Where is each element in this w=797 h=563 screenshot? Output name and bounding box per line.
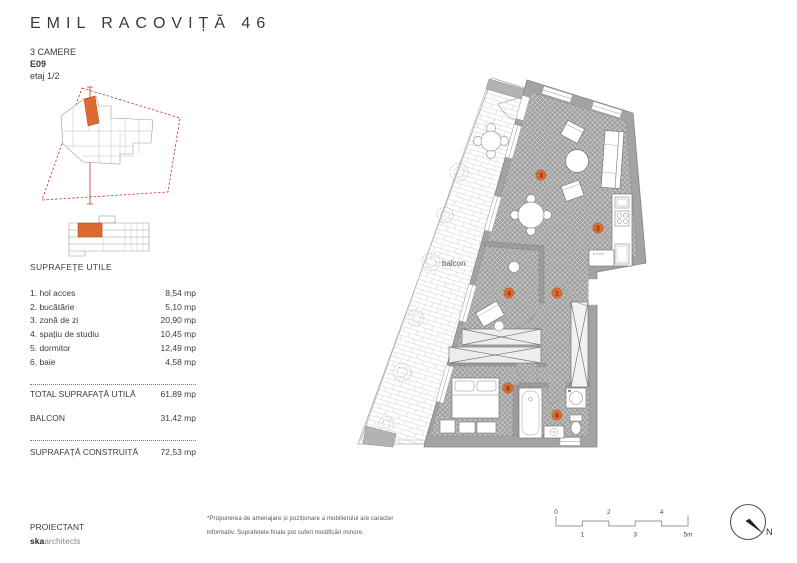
bath-window <box>559 437 581 446</box>
bedroom-dresser-row <box>439 419 497 434</box>
wardrobes <box>448 328 542 364</box>
svg-text:3: 3 <box>539 173 543 180</box>
room-marker-2 <box>592 222 604 234</box>
svg-text:1: 1 <box>581 532 585 539</box>
divider <box>30 384 196 385</box>
desk-chair <box>493 320 505 332</box>
project-title: EMIL RACOVIȚĂ 46 <box>30 15 272 32</box>
balcony-floor <box>357 77 532 445</box>
room-marker-3 <box>535 169 547 181</box>
hall-closet <box>570 301 589 388</box>
section-detail-lines <box>102 223 144 251</box>
bathroom-door <box>547 386 567 406</box>
entry-door <box>561 279 590 307</box>
section-key <box>68 215 150 257</box>
scale-bar-line <box>555 516 689 527</box>
svg-text:4: 4 <box>660 509 664 516</box>
svg-text:6: 6 <box>555 413 559 420</box>
floor-plan: balcon 1 2 3 4 5 6 <box>357 77 647 448</box>
entry-opening <box>588 278 598 306</box>
room-markers: 1 2 3 4 5 6 <box>502 169 604 421</box>
svg-text:2: 2 <box>596 226 600 233</box>
dining-table-set <box>510 194 552 236</box>
svg-text:4: 4 <box>507 291 511 298</box>
svg-text:1: 1 <box>555 291 559 298</box>
kitchen-counter <box>588 193 633 267</box>
svg-text:5: 5 <box>506 386 510 393</box>
balcony-table-set <box>473 123 509 159</box>
svg-text:5m: 5m <box>683 532 692 539</box>
proiectant-label: PROIECTANT <box>30 522 85 532</box>
disclaimer-line2: informativ. Suprafețele finale pot sufer… <box>207 530 364 536</box>
room-marker-4 <box>503 287 515 299</box>
disclaimer-line1: *Propunerea de amenajare și poziționare … <box>207 516 394 522</box>
divider <box>30 440 196 441</box>
washing-machine <box>565 387 587 409</box>
bed <box>451 377 500 419</box>
study-door <box>515 302 542 329</box>
desk <box>475 300 505 328</box>
floor-label: etaj 1/2 <box>30 71 60 81</box>
kitchen-corner-unit <box>588 249 615 267</box>
bathroom-sink <box>543 425 565 439</box>
highlighted-unit-section <box>77 222 103 238</box>
highlighted-unit <box>83 95 100 127</box>
balcony-end-wall <box>362 425 397 448</box>
room-marker-6 <box>551 409 563 421</box>
rooms-type: 3 CAMERE <box>30 47 77 57</box>
site-plan-key <box>41 86 181 205</box>
property-boundary-dashed <box>41 87 181 201</box>
unit-code: E09 <box>30 59 47 69</box>
north-arrow: N <box>729 503 773 541</box>
building-footprint <box>60 95 154 165</box>
bathtub <box>518 387 543 439</box>
svg-text:0: 0 <box>554 509 558 516</box>
balcony-label: balcon <box>442 259 466 268</box>
svg-text:2: 2 <box>607 509 611 516</box>
pendant-lamp <box>508 261 520 273</box>
top-wall-windows <box>541 85 623 119</box>
compass-circle <box>729 503 767 541</box>
plants <box>378 162 469 432</box>
toilet <box>569 414 583 435</box>
balcony-door <box>497 96 523 121</box>
studio-name: skaarchitects <box>30 536 81 546</box>
armchair <box>560 179 585 203</box>
armchair <box>559 119 586 144</box>
room-marker-1 <box>551 287 563 299</box>
north-label: N <box>766 527 773 537</box>
fridge <box>614 243 630 265</box>
kitchen-sink <box>614 196 630 209</box>
sofa <box>600 130 625 190</box>
room-marker-5 <box>502 382 514 394</box>
svg-text:3: 3 <box>633 532 637 539</box>
compass-needle <box>745 518 764 534</box>
bedroom-door <box>515 366 538 389</box>
balcony-wall-openings <box>435 95 531 404</box>
scale-bar: 0 1 2 3 4 5m <box>554 509 692 539</box>
coffee-table <box>565 149 589 173</box>
stove <box>614 210 630 227</box>
scale-labels: 0 1 2 3 4 5m <box>554 509 692 539</box>
areas-heading: SUPRAFEȚE UTILE <box>30 262 112 272</box>
door-swings <box>497 96 590 406</box>
